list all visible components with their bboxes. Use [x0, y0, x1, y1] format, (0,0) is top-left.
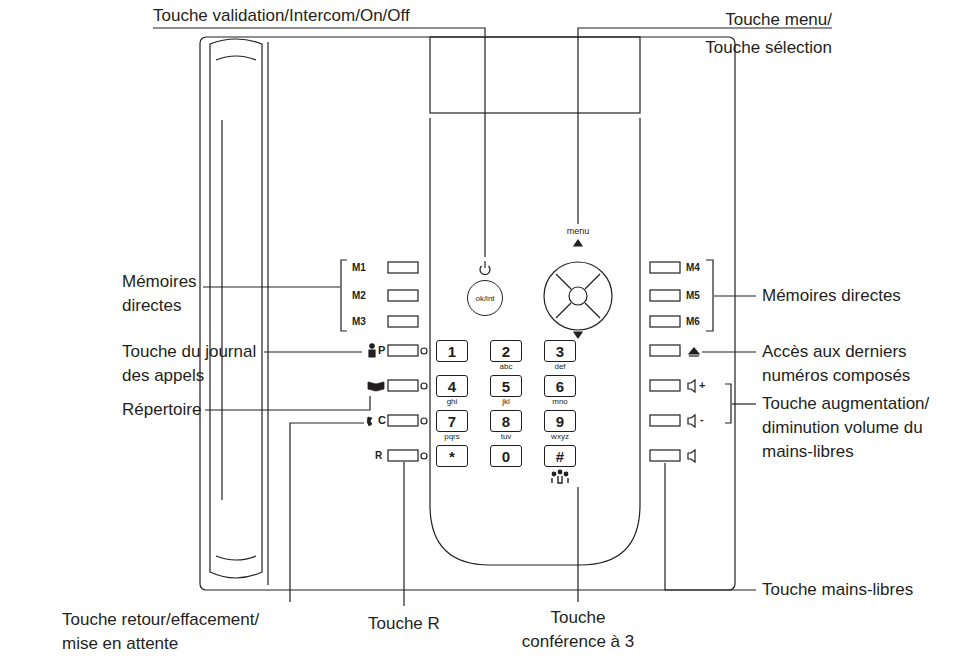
key-text: 3: [556, 344, 564, 359]
key-text: 5: [502, 379, 510, 394]
key-letters: wxyz: [539, 432, 581, 441]
keypad-key: 6mno: [544, 375, 576, 397]
key-text: #: [556, 449, 564, 464]
key-label: -: [700, 413, 704, 426]
callout-label: Touche augmentation/ diminution volume d…: [762, 392, 934, 464]
callout-label: Touche validation/Intercom/On/Off: [153, 6, 410, 26]
key-label: M2: [352, 290, 366, 302]
keypad-key: *: [436, 445, 468, 467]
key-label: P: [378, 344, 385, 357]
key-text: *: [449, 449, 455, 464]
key-label: M4: [686, 262, 700, 274]
callout-label: Touche du journal des appels: [122, 340, 262, 388]
key-text: 7: [448, 414, 456, 429]
keypad-key: 4ghi: [436, 375, 468, 397]
key-letters: mno: [539, 397, 581, 406]
key-text: 1: [448, 344, 456, 359]
callout-label: Mémoires directes: [762, 284, 901, 308]
callout-label: Touche R: [368, 612, 440, 636]
key-label: R: [375, 449, 382, 462]
key-label: M1: [352, 262, 366, 274]
key-text: ok/int: [475, 294, 494, 303]
key-text: 9: [556, 414, 564, 429]
key-label: menu: [558, 226, 598, 237]
key-text: 2: [502, 344, 510, 359]
callout-label: Répertoire: [122, 398, 201, 422]
key-text: 8: [502, 414, 510, 429]
ok-button: ok/int: [467, 280, 503, 316]
keypad-key: 7pqrs: [436, 410, 468, 432]
keypad-key: 2abc: [490, 340, 522, 362]
key-label: M5: [686, 290, 700, 302]
key-label: +: [699, 379, 705, 392]
keypad-key: 8tuv: [490, 410, 522, 432]
keypad-key: 1: [436, 340, 468, 362]
keypad-key: 3def: [544, 340, 576, 362]
key-letters: pqrs: [431, 432, 473, 441]
key-letters: jkl: [485, 397, 527, 406]
callout-label: Touche conférence à 3: [518, 606, 638, 654]
key-label: C: [378, 414, 386, 427]
key-text: 0: [502, 449, 510, 464]
keypad-key: #: [544, 445, 576, 467]
callout-label: Touche mains-libres: [762, 578, 913, 602]
keypad-key: 0: [490, 445, 522, 467]
callout-label: Accès aux derniers numéros composés: [762, 340, 914, 388]
key-letters: abc: [485, 362, 527, 371]
key-text: 4: [448, 379, 456, 394]
key-letters: ghi: [431, 397, 473, 406]
key-label: M6: [686, 316, 700, 328]
callout-label: Mémoires directes: [122, 270, 222, 318]
key-text: 6: [556, 379, 564, 394]
callout-label: Touche retour/effacement/ mise en attent…: [62, 608, 267, 656]
key-label: M3: [352, 316, 366, 328]
keypad-key: 5jkl: [490, 375, 522, 397]
callout-label: Touche menu/ Touche sélection: [700, 6, 832, 62]
keypad-key: 9wxyz: [544, 410, 576, 432]
key-letters: tuv: [485, 432, 527, 441]
key-letters: def: [539, 362, 581, 371]
